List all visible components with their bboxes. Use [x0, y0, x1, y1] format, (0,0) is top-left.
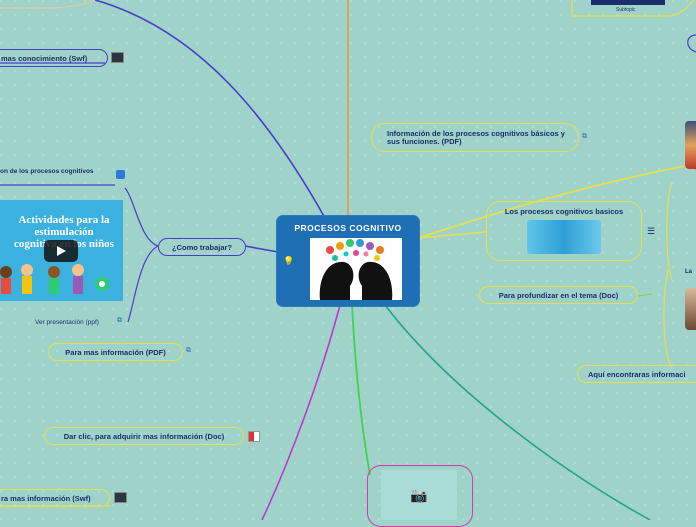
swf-thumbnail-icon[interactable]	[111, 52, 124, 63]
connector-blue-branch	[124, 187, 159, 247]
node-procesos-cognitivos-left-label: on de los procesos cognitivos	[0, 167, 94, 175]
node-procesos-cognitivos-left[interactable]: on de los procesos cognitivos	[0, 165, 112, 177]
node-profundizar[interactable]: Para profundizar en el tema (Doc)	[479, 286, 638, 304]
node-info-procesos[interactable]: Información de los procesos cognitivos b…	[371, 123, 579, 152]
node-ra-mas-info-swf[interactable]: ra mas información (Swf)	[0, 489, 110, 507]
node-para-mas-info-pdf[interactable]: Para mas información (PDF)	[48, 343, 183, 361]
doc-thumbnail-icon[interactable]	[248, 431, 260, 442]
connector-right-edge-top	[687, 34, 696, 53]
subtopic-image	[591, 0, 665, 5]
procesos-basicos-image	[527, 220, 601, 254]
node-como-trabajar-label: ¿Como trabajar?	[171, 242, 232, 252]
connector-green-right	[637, 293, 653, 297]
lightbulb-icon[interactable]: 💡	[283, 256, 295, 266]
notes-icon[interactable]: ☰	[647, 226, 656, 236]
central-topic[interactable]: PROCESOS COGNITIVO 💡	[277, 216, 419, 306]
connector-blue-branch2	[127, 245, 159, 323]
connector-top-left-arc	[0, 0, 96, 9]
node-mas-conocimiento-label: mas conocimiento (Swf)	[1, 53, 88, 63]
connector-right-bracket	[666, 181, 673, 281]
connector-yellow-right	[417, 164, 691, 239]
info-icon[interactable]	[116, 170, 125, 179]
video-title-line-2: estimulación	[34, 226, 94, 238]
external-link-icon[interactable]: ⧉	[186, 347, 191, 354]
right-edge-image-1	[685, 121, 696, 169]
external-link-icon[interactable]: ⧉	[117, 317, 122, 324]
connector-blue-left	[244, 245, 279, 253]
node-procesos-basicos-label: Los procesos cognitivos basicos	[504, 207, 624, 216]
node-la-label: La	[685, 269, 693, 275]
node-subtopic[interactable]: Subtopic	[616, 6, 656, 14]
connector-magenta-down	[261, 304, 341, 520]
node-dar-clic[interactable]: Dar clic, para adquirir mas información …	[44, 427, 244, 445]
node-subtopic-label: Subtopic	[616, 7, 636, 13]
node-como-trabajar[interactable]: ¿Como trabajar?	[158, 238, 246, 256]
connector-teal-right	[384, 304, 651, 520]
external-link-icon[interactable]: ⧉	[582, 133, 587, 140]
node-para-mas-info-pdf-label: Para mas información (PDF)	[65, 347, 166, 357]
node-mas-conocimiento[interactable]: mas conocimiento (Swf)	[0, 49, 108, 67]
connector-blue-top	[94, 0, 326, 219]
play-button-icon[interactable]	[44, 240, 78, 262]
connector-yellow-branch	[417, 231, 487, 239]
node-la[interactable]: La	[685, 268, 696, 276]
node-procesos-basicos[interactable]: Los procesos cognitivos basicos	[486, 201, 642, 261]
central-image	[310, 238, 402, 300]
node-ra-mas-info-swf-label: ra mas información (Swf)	[1, 493, 91, 503]
node-dar-clic-label: Dar clic, para adquirir mas información …	[63, 431, 225, 441]
swf-thumbnail-icon[interactable]	[114, 492, 127, 503]
node-aqui-encontraras[interactable]: Aquí encontraras informaci	[577, 365, 696, 383]
connector-green-down	[351, 304, 371, 476]
children-illustration	[0, 264, 109, 294]
video-thumbnail[interactable]: Actividades para la estimulación cogniti…	[0, 200, 123, 301]
connector-top-right	[571, 0, 694, 17]
central-title: PROCESOS COGNITIVO	[294, 223, 402, 233]
video-title-line-1: Actividades para la	[18, 214, 110, 226]
right-edge-image-2	[685, 288, 696, 330]
node-profundizar-label: Para profundizar en el tema (Doc)	[498, 290, 619, 300]
ver-presentacion-link[interactable]: Ver presentación (ppf)	[35, 317, 115, 327]
ver-presentacion-label: Ver presentación (ppf)	[35, 318, 99, 326]
connector-right-bracket2	[663, 269, 673, 369]
camera-icon[interactable]: 📷	[381, 470, 457, 520]
node-aqui-encontraras-label: Aquí encontraras informaci	[588, 369, 686, 379]
node-info-procesos-label: Información de los procesos cognitivos b…	[387, 128, 565, 146]
